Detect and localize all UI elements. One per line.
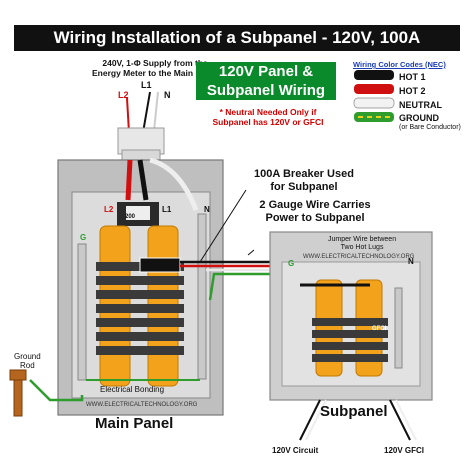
electrical-bonding-label: Electrical Bonding: [100, 385, 165, 394]
legend-hot1-label: HOT 1: [399, 72, 426, 82]
label-l1-top: L1: [141, 80, 152, 90]
label-l1-panel: L1: [162, 205, 172, 214]
main-breaker-handle: [126, 206, 150, 220]
supply-note-line-2: Energy Meter to the Main Panel: [92, 68, 219, 78]
legend-ground-label: GROUND: [399, 113, 439, 123]
subpanel-neutral-bar: [394, 287, 403, 369]
jumper-note: Jumper Wire between Two Hot Lugs: [328, 236, 396, 252]
ground-bar: [77, 243, 87, 381]
neutral-note-line-1: * Neutral Needed Only if: [219, 107, 317, 117]
label-n-panel: N: [204, 205, 210, 214]
subpanel-label: Subpanel: [320, 403, 388, 420]
neutral-note: * Neutral Needed Only if Subpanel has 12…: [200, 107, 336, 127]
breaker-callout-line-2: for Subpanel: [270, 181, 338, 193]
ground-rod-label-line-2: Rod: [20, 361, 35, 370]
neutral-note-line-2: Subpanel has 120V or GFCI: [212, 117, 324, 127]
header-box-line-2: Subpanel Wiring: [206, 82, 326, 99]
subpanel-enclosure: [269, 231, 433, 441]
legend-neutral-label: NEUTRAL: [399, 100, 442, 110]
subpanel-website: WWW.ELECTRICALTECHNOLOGY.ORG: [303, 254, 415, 260]
gauge-callout-pointer: [247, 249, 255, 256]
breaker-callout-pointer: [199, 189, 247, 263]
supply-note: 240V, 1-Φ Supply from the Energy Meter t…: [92, 58, 218, 78]
diagram-title: Wiring Installation of a Subpanel - 120V…: [14, 25, 460, 51]
legend-title: Wiring Color Codes (NEC): [353, 60, 446, 69]
main-ground-wire: [29, 379, 84, 402]
gauge-callout-line-1: 2 Gauge Wire Carries: [259, 199, 371, 211]
breaker-callout-line-1: 100A Breaker Used: [254, 168, 354, 180]
main-panel-website: WWW.ELECTRICALTECHNOLOGY.ORG: [86, 402, 198, 408]
service-cable: [117, 91, 165, 161]
circuit-120v-label: 120V Circuit: [272, 446, 319, 455]
main-panel-label: Main Panel: [95, 415, 174, 432]
legend-ground-sub: (or Bare Conductor): [399, 124, 461, 131]
legend-ground-swatch: [354, 112, 394, 122]
supply-note-line-1: 240V, 1-Φ Supply from the: [102, 58, 208, 68]
ground-rod-assembly: [9, 369, 27, 417]
label-g-panel: G: [80, 233, 86, 242]
subpanel-100a-breaker: [139, 257, 181, 273]
main-breaker-rating: 200: [125, 214, 136, 220]
ground-rod: [13, 375, 23, 417]
ground-rod-clamp: [9, 369, 27, 381]
jumper-note-line-2: Two Hot Lugs: [340, 244, 384, 251]
legend-hot1-swatch: [354, 70, 394, 80]
gauge-callout: 2 Gauge Wire Carries Power to Subpanel: [250, 199, 380, 225]
header-box-line-1: 120V Panel &: [218, 63, 314, 80]
gauge-callout-line-2: Power to Subpanel: [265, 212, 365, 224]
subpanel-busbar-2: [355, 279, 383, 377]
legend-swatches: [353, 70, 395, 122]
label-n-subpanel: N: [408, 257, 414, 266]
legend-neutral-swatch: [353, 97, 395, 109]
circuit-gfci-label: 120V GFCI: [384, 446, 425, 455]
label-l2-top: L2: [118, 90, 129, 100]
label-l2-panel: L2: [104, 205, 114, 214]
legend-hot2-label: HOT 2: [399, 86, 426, 96]
ground-rod-label-line-1: Ground: [14, 352, 41, 361]
subpanel-busbar-1: [315, 279, 343, 377]
label-n-top: N: [164, 90, 171, 100]
breaker-callout: 100A Breaker Used for Subpanel: [248, 168, 360, 194]
main-panel-enclosure: [29, 157, 224, 416]
jumper-note-line-1: Jumper Wire between: [328, 236, 397, 243]
legend-hot2-swatch: [354, 84, 394, 94]
service-conduit-nut: [121, 149, 161, 161]
gfci-tag: GFCI: [372, 326, 387, 332]
label-g-subpanel: G: [288, 259, 294, 268]
panel-wiring-header-box: 120V Panel & Subpanel Wiring: [196, 62, 336, 100]
ground-rod-label: Ground Rod: [14, 352, 41, 370]
neutral-bar: [197, 213, 207, 380]
